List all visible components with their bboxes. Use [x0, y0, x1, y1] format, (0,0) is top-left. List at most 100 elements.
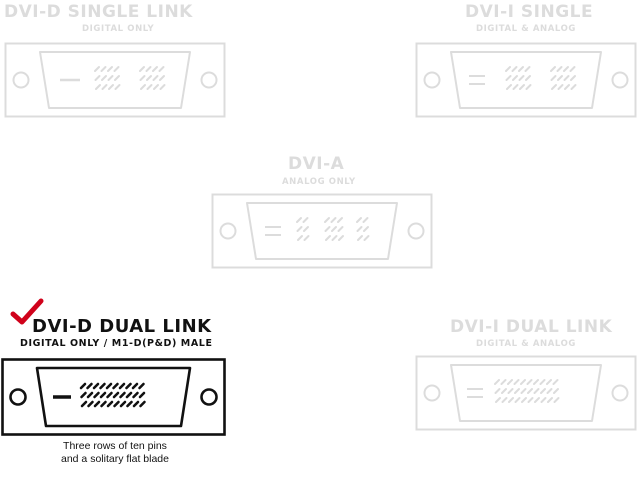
connector-dvi-i-dual: DVI-I DUAL LINK DIGITAL & ANALOG: [410, 315, 640, 435]
pin: [533, 379, 539, 385]
dvi-i-single-connector-diagram: [415, 42, 637, 118]
pin: [357, 235, 363, 241]
pin: [86, 391, 94, 399]
pin: [138, 382, 145, 390]
pin: [106, 400, 114, 408]
pin: [138, 391, 146, 399]
pin: [119, 400, 127, 408]
pin: [494, 379, 500, 385]
pin: [507, 388, 514, 394]
pin: [105, 382, 113, 390]
pin: [501, 397, 508, 403]
pin: [145, 66, 152, 72]
pin: [107, 66, 113, 72]
pin: [557, 84, 564, 90]
pin: [563, 66, 569, 72]
pin: [511, 66, 518, 72]
connector-plate: [415, 355, 637, 431]
pin: [324, 217, 330, 223]
pin: [119, 391, 126, 399]
pin: [159, 75, 165, 81]
connector-title: DVI-I DUAL LINK: [450, 317, 613, 337]
pin: [107, 75, 114, 81]
connector-title: DVI-I SINGLE: [465, 2, 594, 22]
pin: [303, 235, 310, 241]
pin: [534, 397, 540, 403]
pin: [113, 66, 120, 72]
dvi-d-dual-connector-diagram: [1, 358, 226, 436]
pin: [563, 75, 570, 81]
pin: [146, 84, 153, 90]
pin: [93, 400, 101, 408]
pin: [501, 388, 507, 394]
checkmark-icon: [10, 298, 44, 325]
pin: [132, 400, 140, 408]
pin: [553, 397, 560, 403]
pin: [125, 382, 132, 390]
pin: [100, 66, 107, 72]
connector-plate: [4, 42, 226, 118]
pin: [94, 66, 100, 72]
pin: [92, 382, 100, 390]
pin: [114, 75, 120, 81]
connector-subtitle: DIGITAL ONLY / M1-D(P&D) MALE: [20, 338, 213, 349]
pin: [508, 397, 514, 403]
pin: [553, 388, 559, 394]
pin: [513, 379, 520, 385]
pin: [521, 397, 527, 403]
connector-shell: [450, 51, 602, 109]
pin: [303, 226, 309, 232]
screw-hole: [423, 71, 441, 89]
screw-hole: [200, 388, 218, 406]
connector-title: DVI-D DUAL LINK: [32, 316, 212, 337]
pin: [507, 379, 513, 385]
pin: [551, 84, 557, 90]
connector-title: DVI-D SINGLE LINK: [4, 2, 193, 22]
dvi-d-single-connector-diagram: [4, 42, 226, 118]
connector-subtitle: DIGITAL ONLY: [82, 24, 155, 34]
connector-shell: [39, 51, 191, 109]
pin: [153, 84, 159, 90]
pin: [132, 391, 139, 399]
pin: [527, 397, 534, 403]
pin: [338, 235, 344, 241]
pin: [363, 226, 369, 232]
screw-hole: [12, 71, 30, 89]
pin: [337, 226, 344, 232]
pin: [539, 379, 546, 385]
connector-shell: [450, 364, 602, 422]
pin: [527, 388, 533, 394]
pin: [99, 382, 106, 390]
pin: [494, 388, 501, 394]
pin: [363, 235, 370, 241]
pin: [126, 400, 133, 408]
pin: [506, 84, 512, 90]
connector-subtitle: DIGITAL & ANALOG: [476, 339, 577, 349]
pin: [94, 75, 101, 81]
pin: [80, 391, 87, 399]
connector-dvi-d-single: DVI-D SINGLE LINK DIGITAL ONLY: [0, 0, 230, 118]
connector-plate: [415, 42, 637, 118]
pin: [99, 391, 107, 399]
screw-hole: [200, 71, 218, 89]
pin: [100, 400, 107, 408]
pin: [514, 388, 520, 394]
connector-plate: [1, 358, 226, 436]
connector-subtitle: ANALOG ONLY: [282, 177, 356, 187]
pin: [325, 235, 331, 241]
pin: [95, 84, 101, 90]
connector-dvi-i-single: DVI-I SINGLE DIGITAL & ANALOG: [410, 0, 640, 118]
pin: [570, 75, 576, 81]
pin: [512, 75, 518, 81]
pin: [514, 397, 521, 403]
connector-dvi-a: DVI-A ANALOG ONLY: [205, 150, 435, 270]
pin: [556, 66, 563, 72]
pin: [86, 382, 93, 390]
screw-hole: [611, 384, 629, 402]
pin: [93, 391, 100, 399]
pin: [139, 66, 145, 72]
pin: [505, 75, 512, 81]
caption-line: Three rows of ten pins: [63, 440, 167, 452]
pin: [159, 84, 166, 90]
pin: [152, 66, 158, 72]
